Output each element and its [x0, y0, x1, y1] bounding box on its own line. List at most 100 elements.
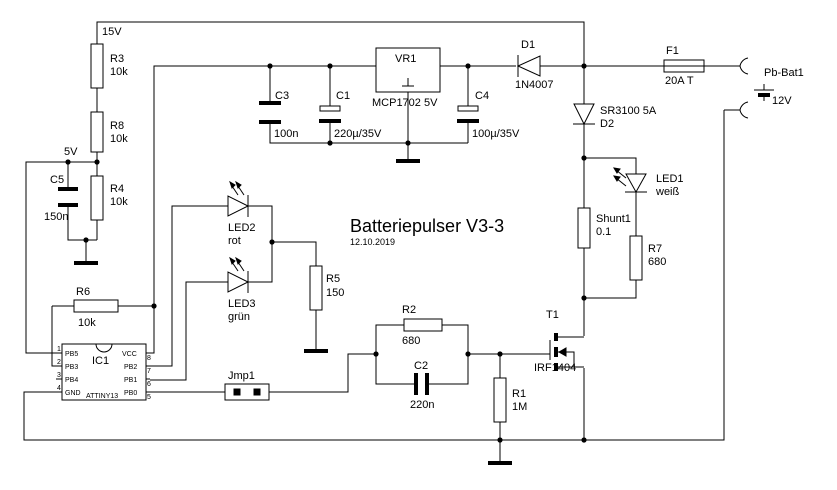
r8-ref: R8: [110, 120, 124, 132]
junction-dot: [497, 437, 503, 443]
junction-dot: [581, 437, 587, 443]
ic-pin-pb3: PB3: [65, 364, 78, 371]
r1-value: 1M: [512, 401, 527, 413]
resistor-r8: R8 10k: [90, 111, 128, 153]
r3-value: 10k: [110, 66, 128, 78]
resistor-r2: R2 680: [402, 304, 443, 347]
c4-ref: C4: [475, 90, 489, 102]
ic-part: ATTINY13: [86, 393, 118, 400]
diode-d2: SR3100 5A D2: [573, 103, 657, 130]
junction-dot: [94, 159, 100, 165]
r7-ref: R7: [648, 243, 662, 255]
capacitor-c4: C4 100µ/35V: [457, 90, 520, 140]
fuse-f1: F1 20A T: [663, 45, 705, 87]
ic-pin-pb5: PB5: [65, 351, 78, 358]
junction-dots: [65, 63, 587, 443]
junction-dot: [581, 295, 587, 301]
ic-pin-pb2: PB2: [124, 364, 137, 371]
ic-pin-pb0: PB0: [124, 390, 137, 397]
net-label-15v: 15V: [102, 26, 122, 38]
r1-ref: R1: [512, 388, 526, 400]
ic-pin-number-6: 6: [147, 381, 151, 388]
c1-ref: C1: [336, 90, 350, 102]
junction-dot: [327, 63, 333, 69]
junction-dot: [151, 303, 157, 309]
led-led1: LED1 weiß: [613, 167, 684, 198]
r7-value: 680: [648, 256, 666, 268]
led1-value: weiß: [655, 186, 680, 198]
led1-ref: LED1: [656, 173, 684, 185]
led3-value: grün: [228, 311, 250, 323]
resistor-r1: R1 1M: [493, 377, 527, 423]
shunt1-ref: Shunt1: [596, 213, 631, 225]
battery-value: 12V: [772, 95, 792, 107]
led2-value: rot: [228, 235, 241, 247]
led-led2: LED2 rot: [227, 180, 256, 247]
capacitor-c5: C5 150n: [44, 174, 78, 223]
t1-ref: T1: [546, 309, 559, 321]
r3-ref: R3: [110, 53, 124, 65]
junction-dot: [373, 351, 379, 357]
junction-dot: [405, 140, 411, 146]
mosfet-t1: T1 IRF1404: [534, 309, 584, 374]
junction-dot: [581, 63, 587, 69]
capacitor-c1: C1 220µ/35V: [319, 90, 382, 140]
resistor-r5: R5 150: [309, 265, 344, 311]
c5-ref: C5: [50, 174, 64, 186]
r6-ref: R6: [76, 286, 90, 298]
battery-pb-bat1: Pb-Bat1 12V: [739, 57, 804, 119]
d1-value: 1N4007: [515, 79, 554, 91]
junction-dot: [83, 237, 89, 243]
r5-value: 150: [326, 287, 344, 299]
diode-d1: D1 1N4007: [515, 39, 554, 91]
junction-dot: [465, 63, 471, 69]
led2-ref: LED2: [228, 222, 256, 234]
wires: [23, 21, 740, 462]
c4-value: 100µ/35V: [472, 128, 520, 140]
junction-dot: [65, 159, 71, 165]
vr1-value: MCP1702 5V: [372, 97, 438, 109]
d2-value: SR3100 5A: [600, 105, 657, 117]
ic-attiny13: IC1 ATTINY13 PB5 PB3 PB4 GND VCC PB2 PB1…: [56, 343, 151, 401]
junction-dot: [465, 351, 471, 357]
d2-ref: D2: [600, 118, 614, 130]
shunt1-value: 0.1: [596, 226, 611, 238]
f1-ref: F1: [666, 45, 679, 57]
schematic-date: 12.10.2019: [350, 237, 395, 247]
c3-value: 100n: [274, 128, 298, 140]
r2-ref: R2: [402, 304, 416, 316]
resistor-r4: R4 10k: [90, 175, 128, 221]
ic-pin-number-4: 4: [57, 385, 61, 392]
jmp1-ref: Jmp1: [228, 370, 255, 382]
junction-dot: [581, 155, 587, 161]
f1-value: 20A T: [665, 75, 694, 87]
junction-dot: [267, 63, 273, 69]
ic-pin-number-1: 1: [57, 346, 61, 353]
vr1-ref: VR1: [395, 53, 416, 65]
c1-value: 220µ/35V: [334, 128, 382, 140]
r5-ref: R5: [326, 273, 340, 285]
resistor-r3: R3 10k: [90, 43, 128, 89]
junction-dot: [497, 351, 503, 357]
battery-ref: Pb-Bat1: [764, 67, 804, 79]
resistor-r7: R7 680: [629, 235, 666, 281]
resistor-r6: R6 10k: [73, 286, 119, 329]
r2-value: 680: [402, 335, 420, 347]
net-label-5v: 5V: [64, 146, 78, 158]
capacitor-c3: C3 100n: [259, 90, 298, 140]
c5-value: 150n: [44, 211, 68, 223]
schematic-title: Batteriepulser V3-3: [350, 216, 504, 236]
ic-pin-number-2: 2: [57, 359, 61, 366]
ic-pin-number-8: 8: [147, 355, 151, 362]
ic-pin-gnd: GND: [65, 390, 81, 397]
c3-ref: C3: [275, 90, 289, 102]
ic-ref: IC1: [92, 355, 109, 367]
ic-pin-number-3: 3: [57, 372, 61, 379]
ic-pin-pb4: PB4: [65, 377, 78, 384]
t1-value: IRF1404: [534, 362, 576, 374]
r6-value: 10k: [78, 317, 96, 329]
voltage-regulator-vr1: VR1 MCP1702 5V: [372, 47, 441, 109]
jumper-jmp1: Jmp1: [224, 370, 270, 401]
c2-value: 220n: [410, 399, 434, 411]
